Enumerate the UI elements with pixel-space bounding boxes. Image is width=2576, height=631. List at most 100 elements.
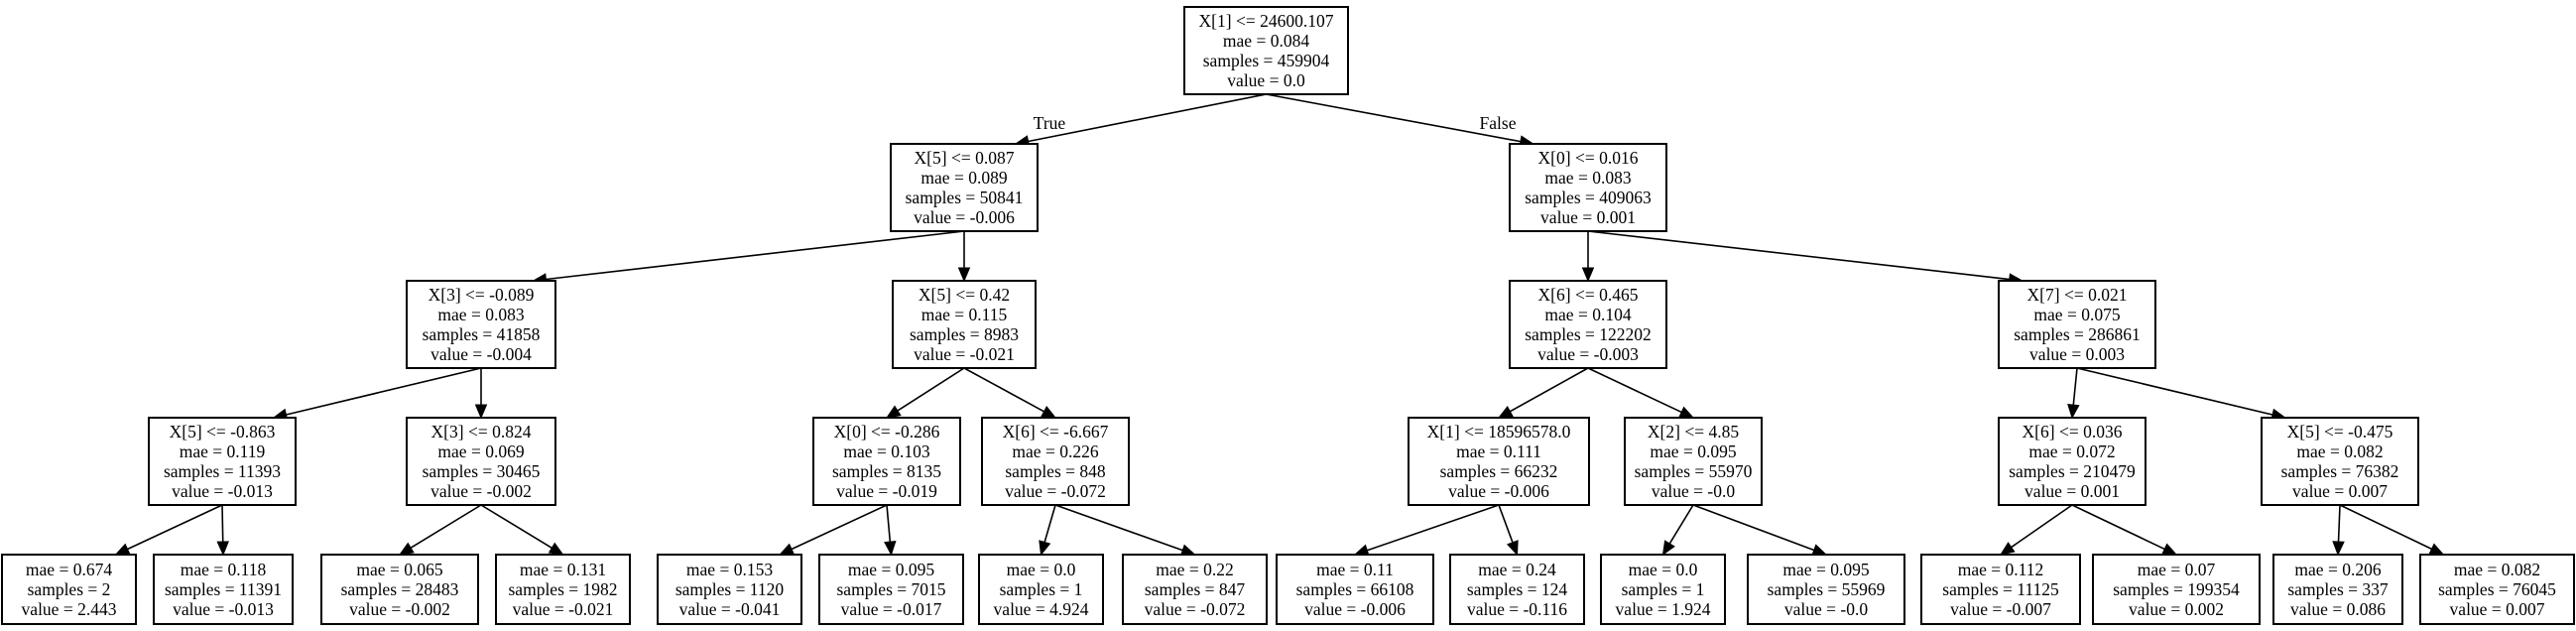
node-text-line: mae = 0.072 [2028, 442, 2115, 461]
arrowhead-icon [1039, 540, 1051, 557]
arrowhead-icon [2161, 543, 2178, 556]
node-text-line: X[2] <= 4.85 [1648, 422, 1739, 442]
node-text-line: mae = 0.115 [921, 305, 1008, 324]
node-text-line: value = -0.006 [1304, 599, 1406, 619]
node-text-line: value = -0.021 [914, 344, 1015, 364]
node-text-line: samples = 409063 [1525, 188, 1652, 207]
node-text-line: samples = 11391 [165, 579, 282, 599]
node-text-line: samples = 2 [28, 579, 111, 599]
arrowhead-icon [1678, 406, 1695, 419]
node-text-line: value = 4.924 [994, 599, 1089, 619]
node-text-line: X[5] <= 0.087 [915, 148, 1015, 168]
node-text-line: samples = 76382 [2281, 461, 2399, 481]
node-box [1, 554, 137, 625]
node-text-line: value = 0.007 [2450, 599, 2545, 619]
node-text-line: mae = 0.082 [2454, 560, 2540, 579]
node-text-line: mae = 0.083 [1544, 168, 1631, 188]
node-text-line: value = -0.019 [836, 481, 937, 501]
arrowhead-icon [779, 543, 796, 556]
node-text-line: value = -0.004 [430, 344, 532, 364]
node-box [2092, 554, 2261, 625]
node-box [1449, 554, 1585, 625]
node-text-line: mae = 0.075 [2033, 305, 2120, 324]
tree-edge [886, 504, 892, 543]
arrowhead-icon [548, 542, 564, 556]
node-text-line: samples = 1 [1000, 579, 1083, 599]
node-text-line: samples = 210479 [2009, 461, 2136, 481]
node-box [2272, 554, 2403, 625]
node-text-line: mae = 0.104 [1544, 305, 1631, 324]
node-box [2261, 417, 2419, 506]
node-box [1998, 280, 2156, 369]
node-box [981, 417, 1130, 506]
arrowhead-icon [398, 542, 415, 556]
tree-edge [1668, 504, 1694, 545]
node-text-line: X[6] <= -6.667 [1003, 422, 1109, 442]
tree-edge [1587, 230, 2010, 281]
node-text-line: X[0] <= 0.016 [1538, 148, 1639, 168]
node-text-line: mae = 0.674 [26, 560, 112, 579]
node-text-line: mae = 0.112 [1958, 560, 2044, 579]
node-text-line: samples = 1982 [509, 579, 618, 599]
tree-edge [1028, 93, 1267, 143]
node-text-line: value = -0.041 [679, 599, 781, 619]
node-text-line: value = -0.0 [1652, 481, 1735, 501]
node-text-line: value = 0.001 [1540, 207, 1636, 227]
tree-edge [1509, 367, 1589, 413]
node-text-line: mae = 0.103 [843, 442, 929, 461]
tree-edge [2337, 504, 2341, 543]
arrowhead-icon [474, 404, 488, 420]
node-text-line: samples = 199354 [2113, 579, 2240, 599]
node-text-line: value = 0.002 [2129, 599, 2224, 619]
edge-label: False [1480, 113, 1517, 133]
node-text-line: samples = 76045 [2438, 579, 2556, 599]
node-text-line: mae = 0.084 [1223, 31, 1309, 51]
node-text-line: samples = 7015 [837, 579, 946, 599]
arrowhead-icon [1506, 540, 1519, 557]
node-text-line: value = -0.006 [914, 207, 1015, 227]
node-box [1600, 554, 1726, 625]
tree-edge [2011, 504, 2073, 549]
node-text-line: samples = 30465 [423, 461, 541, 481]
arrowhead-icon [957, 267, 971, 283]
node-text-line: value = 2.443 [22, 599, 117, 619]
node-box [892, 280, 1037, 369]
node-text-line: mae = 0.153 [686, 560, 773, 579]
node-box [406, 417, 556, 506]
node-text-line: mae = 0.118 [181, 560, 267, 579]
tree-edge [127, 504, 223, 551]
node-text-line: value = 0.0 [1227, 70, 1305, 90]
arrowhead-icon [1999, 542, 2016, 556]
node-text-line: samples = 28483 [341, 579, 459, 599]
tree-edge [791, 504, 888, 551]
node-box [1183, 6, 1349, 95]
node-text-line: samples = 459904 [1203, 51, 1330, 70]
node-text-line: mae = 0.07 [2138, 560, 2216, 579]
node-text-line: samples = 66108 [1296, 579, 1414, 599]
node-text-line: samples = 11125 [1942, 579, 2059, 599]
node-text-line: value = -0.002 [349, 599, 450, 619]
node-text-line: mae = 0.206 [2294, 560, 2381, 579]
arrowhead-icon [216, 541, 229, 557]
node-text-line: mae = 0.095 [1650, 442, 1736, 461]
node-text-line: value = -0.013 [172, 481, 273, 501]
node-text-line: samples = 55970 [1635, 461, 1753, 481]
node-text-line: samples = 66232 [1440, 461, 1558, 481]
